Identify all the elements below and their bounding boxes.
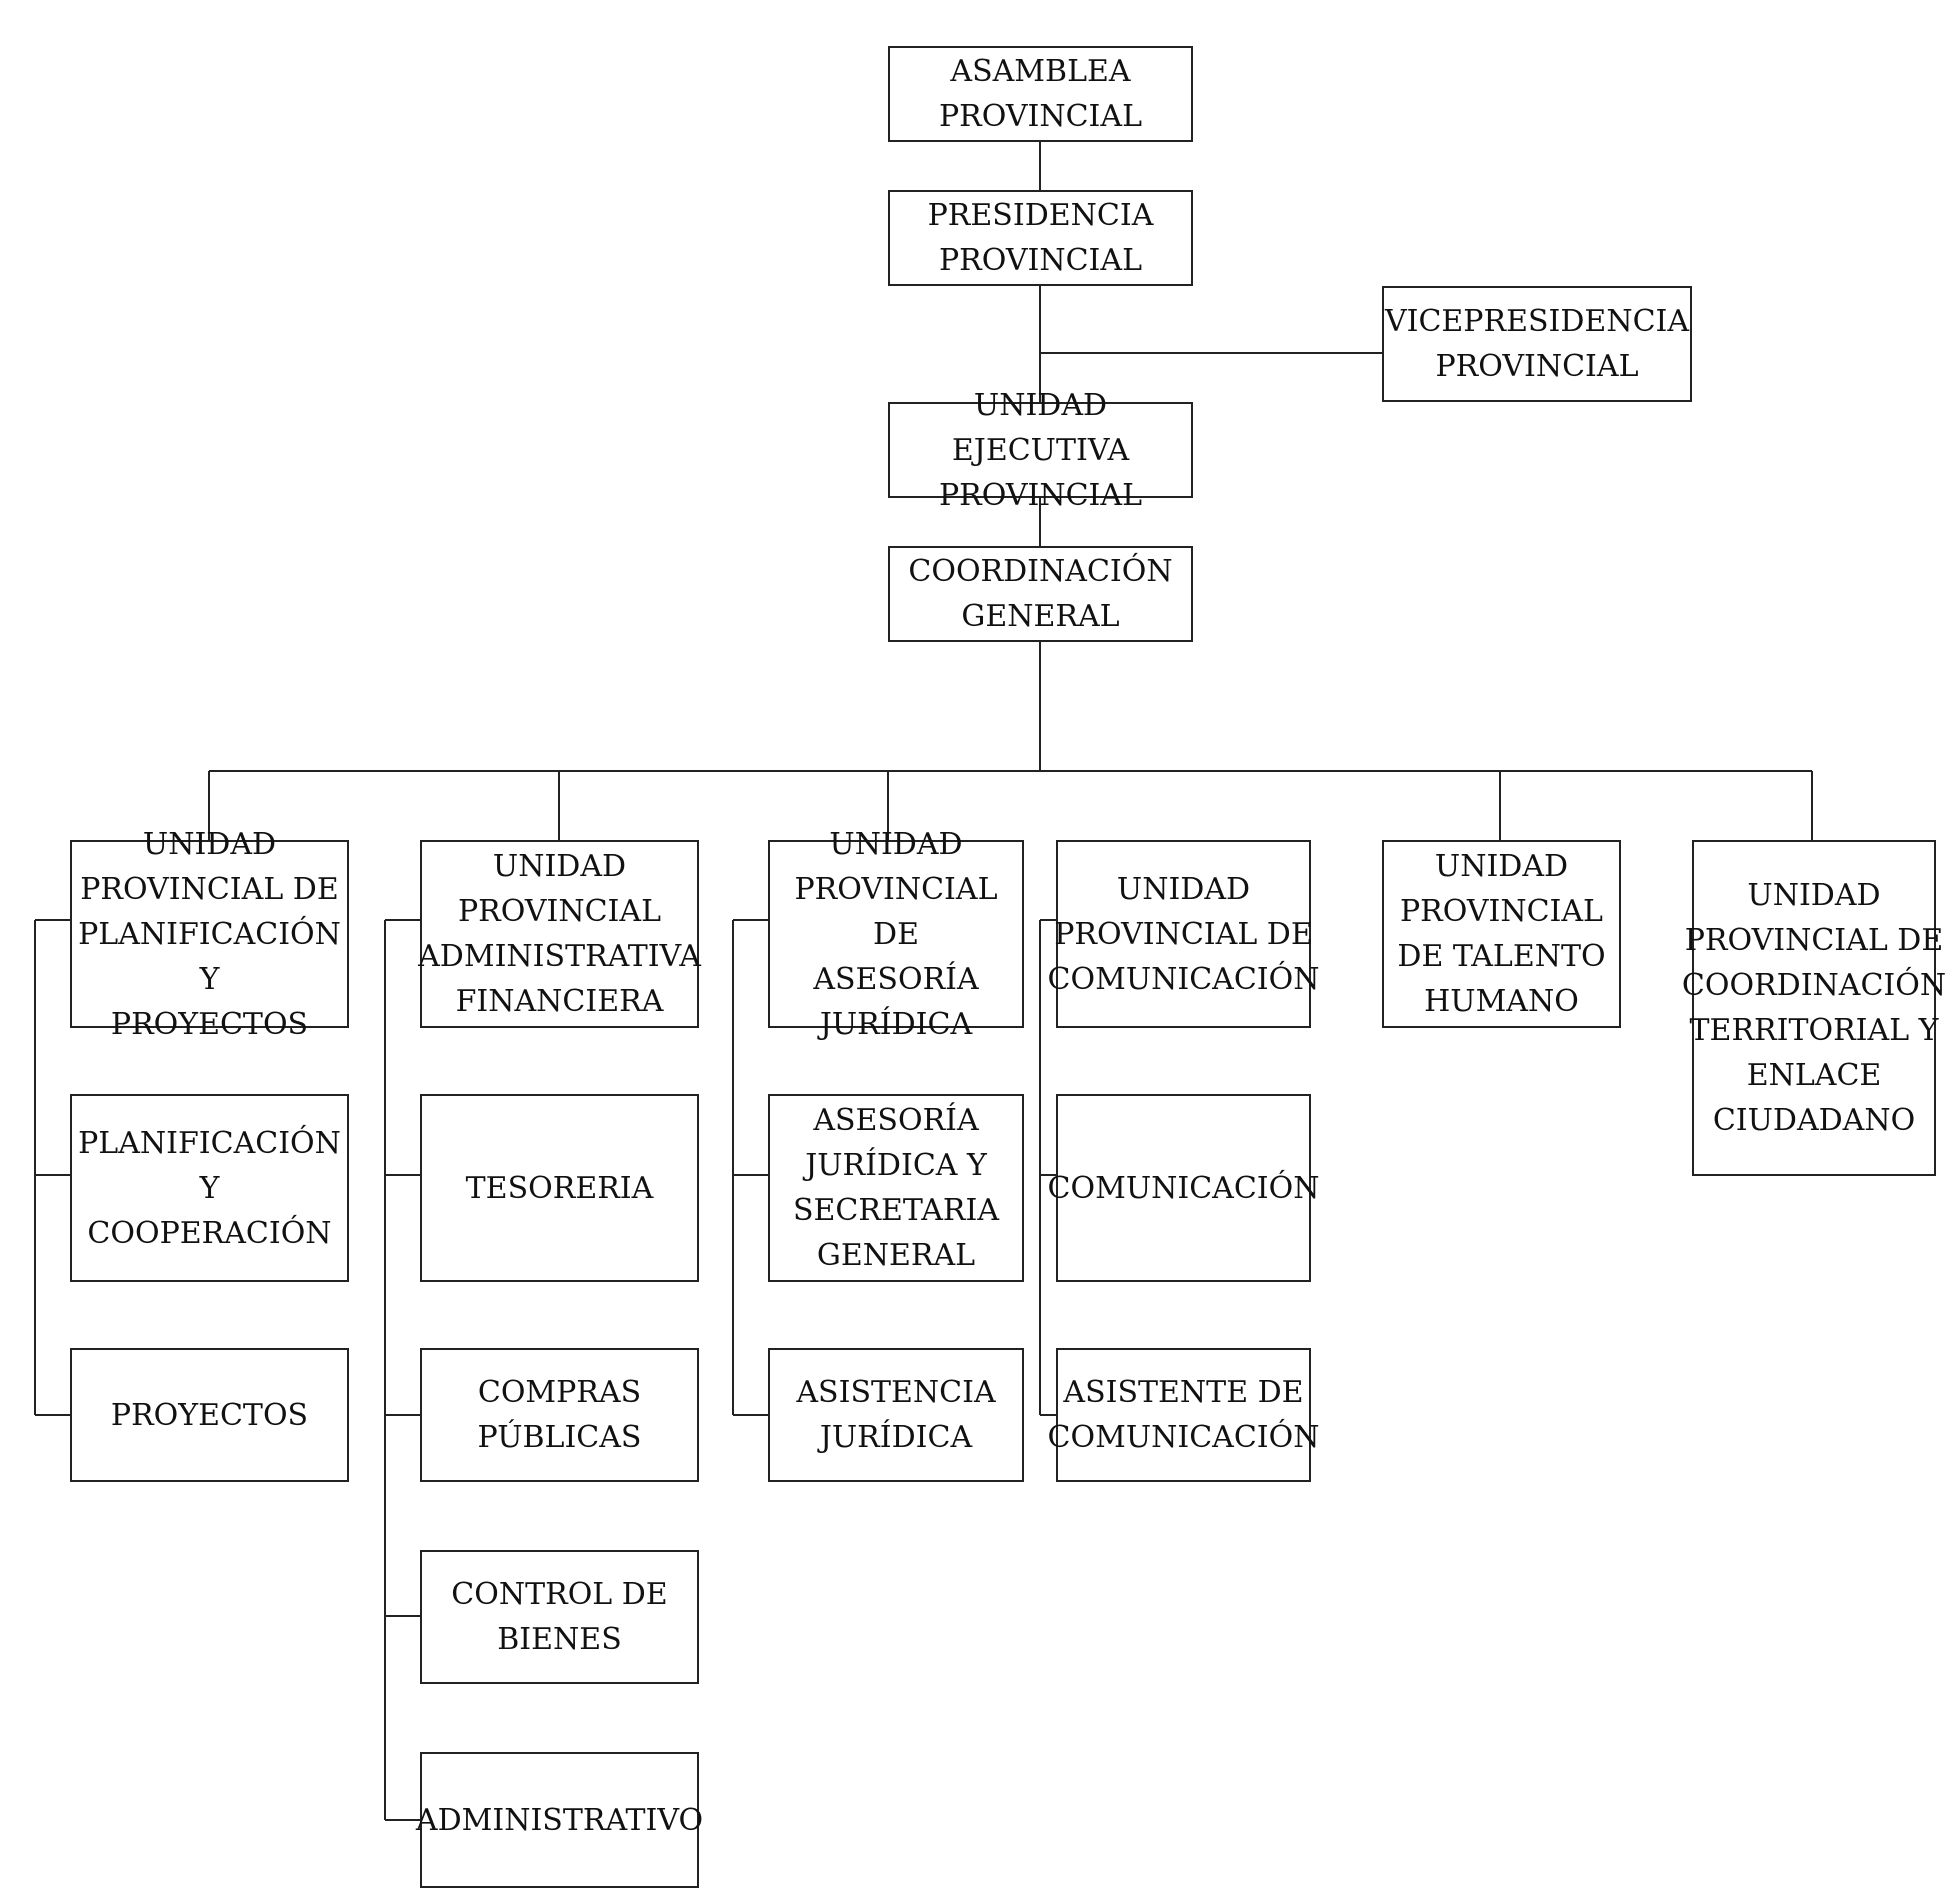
comunicacion-box: COMUNICACIÓN — [1048, 1094, 1319, 1282]
asesoria-secretaria-label: ASESORÍA JURÍDICA Y SECRETARIA GENERAL — [792, 1103, 1000, 1273]
coordinacion-general-label: COORDINACIÓN GENERAL — [908, 554, 1173, 634]
planificacion-proyectos-unit-box: UNIDAD PROVINCIAL DE PLANIFICACIÓN Y PRO… — [70, 827, 349, 1042]
planificacion-cooperacion-label: PLANIFICACIÓN Y COOPERACIÓN — [78, 1125, 341, 1251]
proyectos-box: PROYECTOS — [70, 1348, 349, 1482]
talento-humano-unit-box: UNIDAD PROVINCIAL DE TALENTO HUMANO — [1382, 840, 1621, 1028]
asesoria-juridica-unit-label: UNIDAD PROVINCIAL DE ASESORÍA JURÍDICA — [794, 826, 998, 1042]
comunicacion-label: COMUNICACIÓN — [1047, 1170, 1320, 1206]
administrativa-financiera-unit-label: UNIDAD PROVINCIAL ADMINISTRATIVA FINANCI… — [418, 849, 701, 1019]
administrativa-financiera-unit-box: UNIDAD PROVINCIAL ADMINISTRATIVA FINANCI… — [418, 840, 701, 1028]
presidencia-provincial-label: PRESIDENCIA PROVINCIAL — [927, 198, 1154, 278]
control-bienes-label: CONTROL DE BIENES — [451, 1577, 668, 1657]
planificacion-cooperacion-box: PLANIFICACIÓN Y COOPERACIÓN — [70, 1094, 349, 1282]
tesoreria-label: TESORERIA — [465, 1170, 654, 1206]
proyectos-label: PROYECTOS — [110, 1397, 309, 1433]
compras-publicas-box: COMPRAS PÚBLICAS — [420, 1348, 699, 1482]
administrativo-label: ADMINISTRATIVO — [415, 1802, 704, 1838]
asistencia-juridica-box: ASISTENCIA JURÍDICA — [768, 1348, 1024, 1482]
asistente-comunicacion-box: ASISTENTE DE COMUNICACIÓN — [1048, 1348, 1319, 1482]
presidencia-provincial-box: PRESIDENCIA PROVINCIAL — [888, 190, 1193, 286]
tesoreria-box: TESORERIA — [420, 1094, 699, 1282]
vicepresidencia-provincial-box: VICEPRESIDENCIA PROVINCIAL — [1382, 286, 1692, 402]
coordinacion-general-box: COORDINACIÓN GENERAL — [888, 546, 1193, 642]
asistente-comunicacion-label: ASISTENTE DE COMUNICACIÓN — [1047, 1375, 1320, 1455]
asamblea-provincial-label: ASAMBLEA PROVINCIAL — [939, 54, 1142, 134]
asamblea-provincial-box: ASAMBLEA PROVINCIAL — [888, 46, 1193, 142]
unidad-ejecutiva-provincial-box: UNIDAD EJECUTIVA PROVINCIAL — [888, 388, 1193, 513]
coordinacion-territorial-unit-label: UNIDAD PROVINCIAL DE COORDINACIÓN TERRIT… — [1681, 878, 1947, 1138]
administrativo-box: ADMINISTRATIVO — [416, 1752, 703, 1888]
vicepresidencia-provincial-label: VICEPRESIDENCIA PROVINCIAL — [1384, 304, 1690, 384]
talento-humano-unit-label: UNIDAD PROVINCIAL DE TALENTO HUMANO — [1397, 849, 1606, 1019]
comunicacion-unit-label: UNIDAD PROVINCIAL DE COMUNICACIÓN — [1047, 871, 1320, 997]
coordinacion-territorial-unit-box: UNIDAD PROVINCIAL DE COORDINACIÓN TERRIT… — [1682, 840, 1946, 1176]
unidad-ejecutiva-provincial-label: UNIDAD EJECUTIVA PROVINCIAL — [939, 387, 1142, 513]
asesoria-secretaria-box: ASESORÍA JURÍDICA Y SECRETARIA GENERAL — [768, 1094, 1024, 1282]
control-bienes-box: CONTROL DE BIENES — [420, 1550, 699, 1684]
planificacion-proyectos-unit-label: UNIDAD PROVINCIAL DE PLANIFICACIÓN Y PRO… — [78, 826, 341, 1042]
comunicacion-unit-box: UNIDAD PROVINCIAL DE COMUNICACIÓN — [1048, 840, 1319, 1028]
compras-publicas-label: COMPRAS PÚBLICAS — [477, 1375, 642, 1455]
asesoria-juridica-unit-box: UNIDAD PROVINCIAL DE ASESORÍA JURÍDICA — [768, 827, 1024, 1042]
asistencia-juridica-label: ASISTENCIA JURÍDICA — [796, 1375, 996, 1455]
